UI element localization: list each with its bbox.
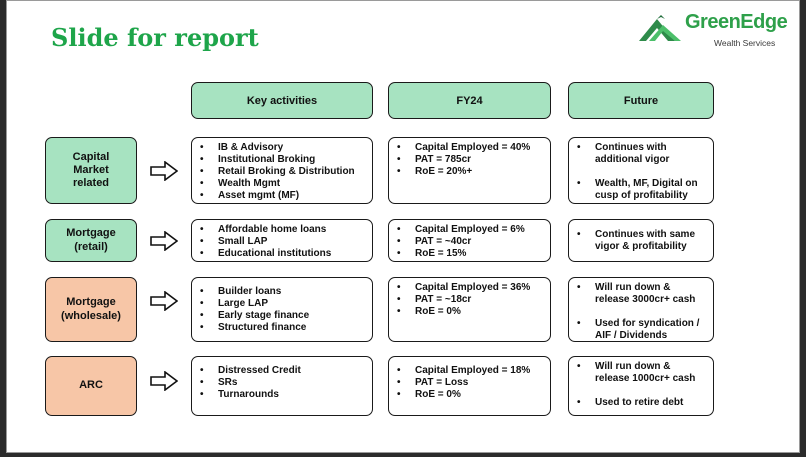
- list-item: RoE = 15%: [397, 248, 544, 260]
- future-arc: Will run down & release 1000cr+ cash Use…: [568, 356, 714, 416]
- list-item: PAT = ~40cr: [397, 236, 544, 248]
- header-label: Key activities: [246, 94, 318, 107]
- list-item: Used to retire debt: [577, 397, 707, 409]
- list-item: PAT = Loss: [397, 377, 544, 389]
- list-item: PAT = 785cr: [397, 154, 544, 166]
- list-item: Capital Employed = 36%: [397, 282, 544, 294]
- list-item: Affordable home loans: [200, 224, 366, 236]
- list-item: Continues with additional vigor: [577, 142, 707, 166]
- right-arrow-icon: [150, 371, 178, 391]
- category-label: Mortgage (wholesale): [61, 296, 121, 322]
- header-fy24: FY24: [388, 82, 551, 119]
- list-item: Retail Broking & Distribution: [200, 166, 366, 178]
- category-arc: ARC: [45, 356, 137, 416]
- activities-arc: Distressed Credit SRs Turnarounds: [191, 356, 373, 416]
- logo-name: GreenEdge: [685, 11, 788, 33]
- category-capital-market: Capital Market related: [45, 137, 137, 204]
- list-item: Educational institutions: [200, 248, 366, 260]
- slide-title: Slide for report: [51, 23, 259, 52]
- list-item: PAT = ~18cr: [397, 294, 544, 306]
- fy24-capital-market: Capital Employed = 40% PAT = 785cr RoE =…: [388, 137, 551, 204]
- list-item: Turnarounds: [200, 389, 366, 401]
- right-arrow-icon: [150, 291, 178, 311]
- future-mortgage-retail: Continues with same vigor & profitabilit…: [568, 219, 714, 262]
- future-mortgage-wholesale: Will run down & release 3000cr+ cash Use…: [568, 277, 714, 342]
- activities-mortgage-wholesale: Builder loans Large LAP Early stage fina…: [191, 277, 373, 342]
- list-item: Wealth Mgmt: [200, 178, 366, 190]
- list-item: Early stage finance: [200, 310, 366, 322]
- list-item: RoE = 0%: [397, 306, 544, 318]
- company-logo: GreenEdge Wealth Services: [635, 11, 799, 51]
- list-item: RoE = 20%+: [397, 166, 544, 178]
- category-label: ARC: [79, 379, 103, 392]
- category-label: Mortgage (retail): [66, 227, 116, 253]
- list-item: Capital Employed = 40%: [397, 142, 544, 154]
- category-mortgage-retail: Mortgage (retail): [45, 219, 137, 262]
- list-item: Capital Employed = 6%: [397, 224, 544, 236]
- list-item: IB & Advisory: [200, 142, 366, 154]
- list-item: Institutional Broking: [200, 154, 366, 166]
- list-item: Asset mgmt (MF): [200, 190, 366, 202]
- list-item: Will run down & release 3000cr+ cash: [577, 282, 707, 306]
- future-capital-market: Continues with additional vigor Wealth, …: [568, 137, 714, 204]
- list-item: Large LAP: [200, 298, 366, 310]
- category-mortgage-wholesale: Mortgage (wholesale): [45, 277, 137, 342]
- list-item: Distressed Credit: [200, 365, 366, 377]
- list-item: RoE = 0%: [397, 389, 544, 401]
- logo-subtitle: Wealth Services: [714, 38, 776, 48]
- fy24-mortgage-retail: Capital Employed = 6% PAT = ~40cr RoE = …: [388, 219, 551, 262]
- category-label: Capital Market related: [72, 150, 110, 190]
- list-item: SRs: [200, 377, 366, 389]
- list-item: Will run down & release 1000cr+ cash: [577, 361, 707, 385]
- fy24-arc: Capital Employed = 18% PAT = Loss RoE = …: [388, 356, 551, 416]
- header-label: Future: [623, 94, 659, 107]
- list-item: Capital Employed = 18%: [397, 365, 544, 377]
- list-item: Structured finance: [200, 322, 366, 334]
- header-label: FY24: [456, 94, 483, 107]
- list-item: Builder loans: [200, 286, 366, 298]
- list-item: Continues with same vigor & profitabilit…: [577, 229, 707, 253]
- fy24-mortgage-wholesale: Capital Employed = 36% PAT = ~18cr RoE =…: [388, 277, 551, 342]
- list-item: Used for syndication / AIF / Dividends: [577, 318, 707, 342]
- right-arrow-icon: [150, 161, 178, 181]
- slide: Slide for report GreenEdge Wealth Servic…: [6, 0, 800, 453]
- right-arrow-icon: [150, 231, 178, 251]
- header-key-activities: Key activities: [191, 82, 373, 119]
- list-item: Wealth, MF, Digital on cusp of profitabi…: [577, 178, 707, 202]
- activities-mortgage-retail: Affordable home loans Small LAP Educatio…: [191, 219, 373, 262]
- mountain-logo-icon: [639, 15, 681, 41]
- list-item: Small LAP: [200, 236, 366, 248]
- header-future: Future: [568, 82, 714, 119]
- activities-capital-market: IB & Advisory Institutional Broking Reta…: [191, 137, 373, 204]
